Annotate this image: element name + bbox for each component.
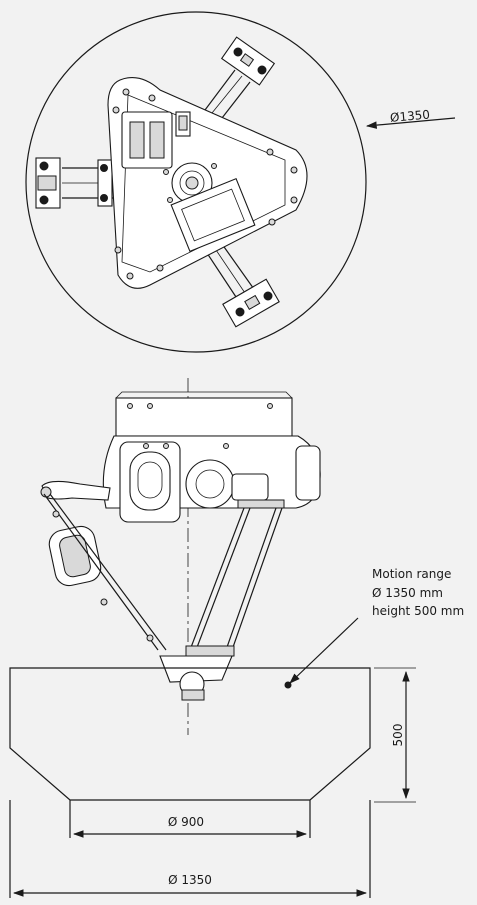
upper-arm-left-side [40, 480, 111, 587]
left-arm-top [35, 157, 120, 209]
top-diameter-label: Ø1350 [389, 107, 430, 124]
inner-diameter-dimension: Ø 900 [72, 815, 308, 838]
diameter-leader [365, 117, 456, 129]
height-dimension-label: 500 [391, 724, 405, 747]
outer-diameter-dimension: Ø 1350 [12, 873, 368, 897]
parallel-rods [43, 493, 283, 651]
height-dimension: 500 [374, 667, 416, 803]
top-view: Ø1350 [25, 11, 456, 353]
end-effector [159, 645, 235, 701]
side-view: Motion range Ø 1350 mm height 500 mm 500… [9, 378, 464, 898]
base-bolts [112, 88, 298, 280]
upper-arm-top [204, 36, 276, 119]
workspace-outline [9, 667, 371, 898]
workspace-circle [25, 11, 367, 353]
outer-diameter-label: Ø 1350 [168, 873, 212, 887]
motion-range-label: Motion range Ø 1350 mm height 500 mm [372, 567, 464, 618]
body-bolts [127, 403, 273, 449]
lower-arm-top [204, 243, 280, 328]
motion-range-leader [289, 617, 359, 684]
inner-diameter-label: Ø 900 [168, 815, 204, 829]
robot-base-top [107, 77, 308, 289]
robot-body-side [102, 391, 321, 523]
